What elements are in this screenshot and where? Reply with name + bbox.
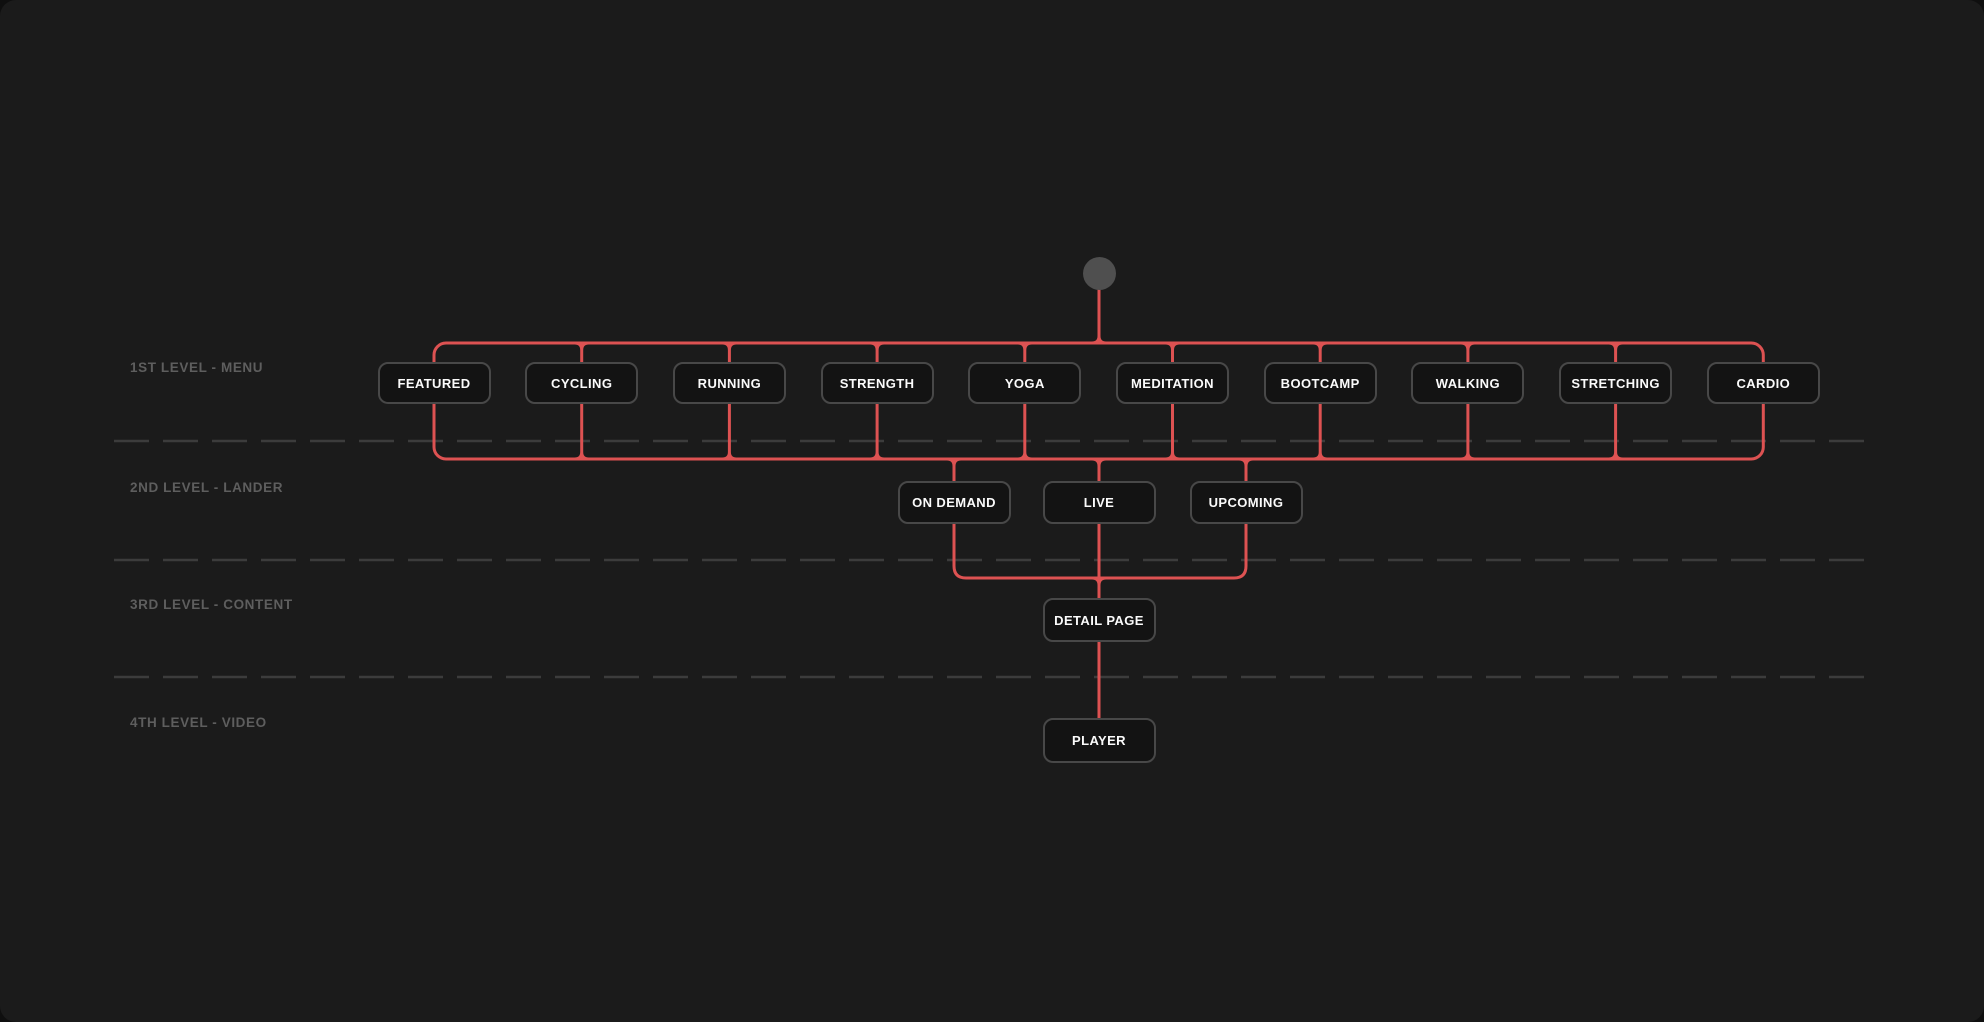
node-live[interactable]: LIVE (1042, 481, 1156, 524)
level-label-3: 3RD LEVEL - CONTENT (130, 597, 293, 612)
node-bootcamp[interactable]: BOOTCAMP (1263, 362, 1377, 404)
node-meditation[interactable]: MEDITATION (1116, 362, 1229, 404)
node-cardio[interactable]: CARDIO (1706, 362, 1820, 404)
node-detail-page[interactable]: DETAIL PAGE (1042, 598, 1156, 642)
node-cycling[interactable]: CYCLING (525, 362, 639, 404)
node-yoga[interactable]: YOGA (968, 362, 1082, 404)
level-label-2: 2ND LEVEL - LANDER (130, 480, 284, 495)
level-label-4: 4TH LEVEL - VIDEO (130, 715, 267, 730)
node-on-demand[interactable]: ON DEMAND (897, 481, 1011, 524)
root-node-dot[interactable] (1083, 257, 1116, 290)
node-player[interactable]: PLAYER (1042, 718, 1156, 763)
node-upcoming[interactable]: UPCOMING (1189, 481, 1303, 524)
node-stretching[interactable]: STRETCHING (1559, 362, 1673, 404)
level-label-1: 1ST LEVEL - MENU (130, 360, 264, 375)
node-featured[interactable]: FEATURED (377, 362, 491, 404)
node-walking[interactable]: WALKING (1411, 362, 1525, 404)
node-running[interactable]: RUNNING (672, 362, 786, 404)
node-strength[interactable]: STRENGTH (820, 362, 934, 404)
